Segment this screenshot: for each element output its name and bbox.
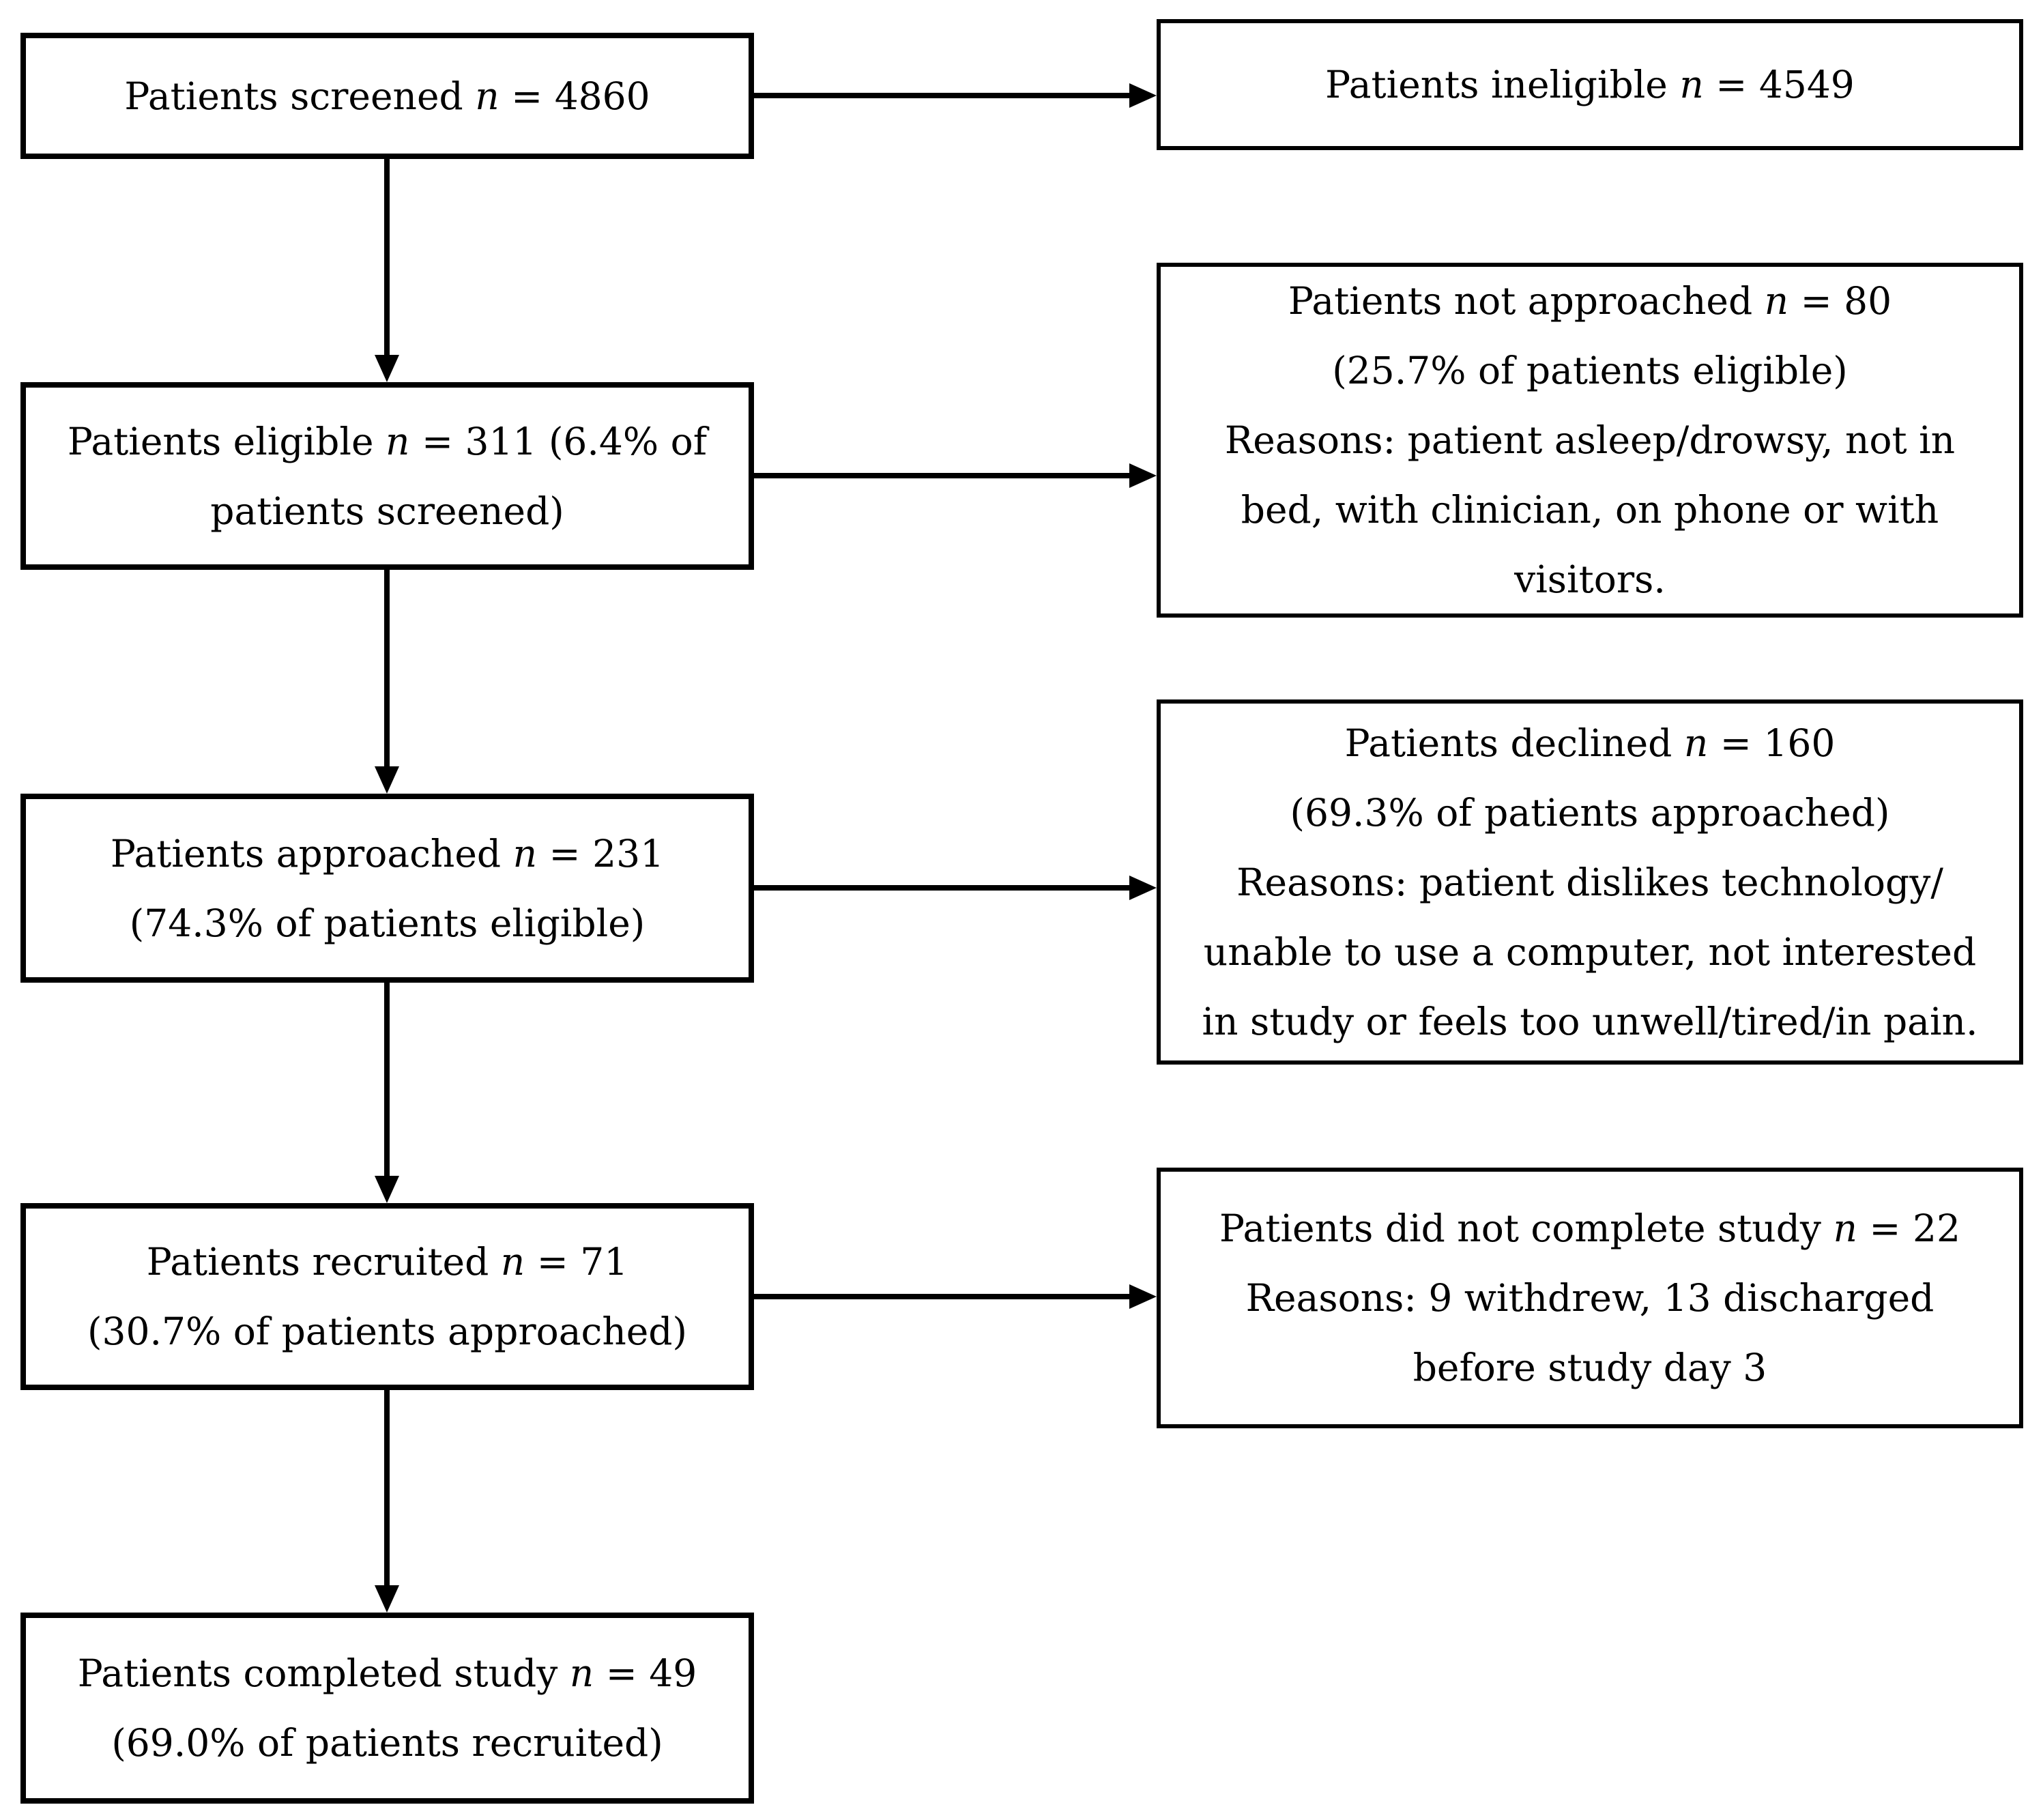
text-line: Patients ineligible n = 4549 [1325, 50, 1855, 119]
arrow-recruited-to-did-not-complete-line [754, 1294, 1129, 1299]
seg-pre: (25.7% of patients eligible) [1332, 349, 1848, 392]
text-line: before study day 3 [1413, 1333, 1767, 1402]
text-line: unable to use a computer, not interested [1204, 917, 1976, 987]
seg-pre: Patients recruited [146, 1240, 501, 1284]
arrowhead-down-icon [375, 355, 399, 382]
text-line: in study or feels too unwell/tired/in pa… [1202, 987, 1978, 1056]
seg-n: n [512, 831, 538, 876]
seg-pre: Patients not approached [1288, 279, 1765, 323]
text-line: Reasons: patient asleep/drowsy, not in [1225, 405, 1955, 475]
text-line: Reasons: 9 withdrew, 13 discharged [1246, 1263, 1935, 1333]
text-line: Patients recruited n = 71 [147, 1227, 628, 1297]
text-line: patients screened) [210, 476, 564, 546]
arrowhead-right-icon [1129, 1284, 1157, 1309]
text-line: Reasons: patient dislikes technology/ [1236, 848, 1943, 917]
seg-post: = 231 [537, 831, 665, 876]
arrow-screened-to-ineligible-line [754, 93, 1129, 98]
arrow-screened-to-eligible-line [384, 159, 390, 355]
seg-pre: bed, with clinician, on phone or with [1241, 488, 1939, 532]
text-line: (74.3% of patients eligible) [130, 889, 645, 958]
seg-post: = 71 [525, 1240, 628, 1284]
arrowhead-down-icon [375, 766, 399, 794]
seg-pre: Patients eligible [67, 419, 386, 463]
box-patients-eligible: Patients eligible n = 311 (6.4% of patie… [20, 382, 754, 570]
text-line: bed, with clinician, on phone or with [1241, 475, 1939, 545]
seg-post: = 80 [1788, 279, 1892, 323]
box-patients-approached: Patients approached n = 231 (74.3% of pa… [20, 794, 754, 983]
seg-pre: Patients completed study [77, 1651, 570, 1695]
seg-pre: Patients approached [110, 831, 513, 876]
box-patients-recruited: Patients recruited n = 71 (30.7% of pati… [20, 1203, 754, 1390]
seg-pre: Patients did not complete study [1219, 1207, 1834, 1250]
text-line: Patients approached n = 231 [111, 819, 664, 889]
text-line: Patients did not complete study n = 22 [1219, 1194, 1960, 1263]
seg-pre: Patients ineligible [1325, 63, 1680, 106]
seg-pre: unable to use a computer, not interested [1203, 929, 1977, 974]
arrowhead-right-icon [1129, 83, 1157, 108]
text-line: (69.3% of patients approached) [1290, 778, 1890, 848]
seg-pre: (74.3% of patients eligible) [129, 901, 646, 945]
seg-pre: before study day 3 [1412, 1346, 1767, 1389]
seg-pre: in study or feels too unwell/tired/in pa… [1202, 999, 1978, 1043]
seg-pre: patients screened) [210, 489, 564, 533]
seg-post: = 160 [1708, 721, 1836, 765]
seg-pre: (69.3% of patients approached) [1290, 790, 1890, 835]
text-line: Patients declined n = 160 [1345, 708, 1836, 778]
arrowhead-down-icon [375, 1176, 399, 1203]
arrow-approached-to-recruited-line [384, 983, 390, 1176]
seg-n: n [1679, 63, 1704, 106]
box-patients-completed: Patients completed study n = 49 (69.0% o… [20, 1613, 754, 1804]
arrow-approached-to-declined-line [754, 885, 1129, 891]
text-line: Patients screened n = 4860 [124, 61, 650, 131]
seg-pre: Reasons: patient asleep/drowsy, not in [1224, 418, 1956, 462]
seg-pre: visitors. [1514, 558, 1666, 601]
seg-post: = 311 (6.4% of [409, 419, 708, 463]
text-line: Patients completed study n = 49 [78, 1638, 697, 1708]
text-line: (69.0% of patients recruited) [111, 1708, 663, 1778]
box-patients-not-approached: Patients not approached n = 80 (25.7% of… [1157, 263, 2023, 618]
text-line: (30.7% of patients approached) [87, 1297, 687, 1366]
seg-pre: (69.0% of patients recruited) [111, 1721, 663, 1765]
text-line: visitors. [1514, 545, 1666, 614]
seg-n: n [1833, 1207, 1857, 1250]
arrow-recruited-to-completed-line [384, 1390, 390, 1585]
seg-n: n [475, 74, 499, 118]
arrow-eligible-to-not-approached-line [754, 473, 1129, 478]
seg-post: = 4549 [1703, 63, 1855, 106]
arrowhead-down-icon [375, 1585, 399, 1613]
seg-n: n [500, 1240, 525, 1284]
seg-n: n [569, 1651, 594, 1695]
seg-pre: (30.7% of patients approached) [87, 1310, 687, 1353]
seg-n: n [386, 419, 410, 463]
text-line: Patients not approached n = 80 [1288, 266, 1892, 336]
text-line: (25.7% of patients eligible) [1332, 336, 1847, 405]
seg-pre: Patients screened [124, 74, 476, 118]
seg-pre: Patients declined [1344, 721, 1684, 765]
seg-post: = 4860 [499, 74, 650, 118]
box-patients-declined: Patients declined n = 160 (69.3% of pati… [1157, 699, 2023, 1065]
arrowhead-right-icon [1129, 463, 1157, 488]
arrowhead-right-icon [1129, 876, 1157, 900]
seg-pre: Reasons: patient dislikes technology/ [1236, 860, 1943, 904]
text-line: Patients eligible n = 311 (6.4% of [68, 407, 707, 476]
box-patients-screened: Patients screened n = 4860 [20, 33, 754, 159]
arrow-eligible-to-approached-line [384, 570, 390, 766]
seg-pre: Reasons: 9 withdrew, 13 discharged [1245, 1276, 1935, 1320]
box-patients-did-not-complete: Patients did not complete study n = 22 R… [1157, 1168, 2023, 1428]
box-patients-ineligible: Patients ineligible n = 4549 [1157, 19, 2023, 150]
seg-post: = 49 [594, 1651, 697, 1695]
seg-n: n [1683, 721, 1709, 765]
seg-n: n [1764, 279, 1789, 323]
seg-post: = 22 [1857, 1207, 1960, 1250]
